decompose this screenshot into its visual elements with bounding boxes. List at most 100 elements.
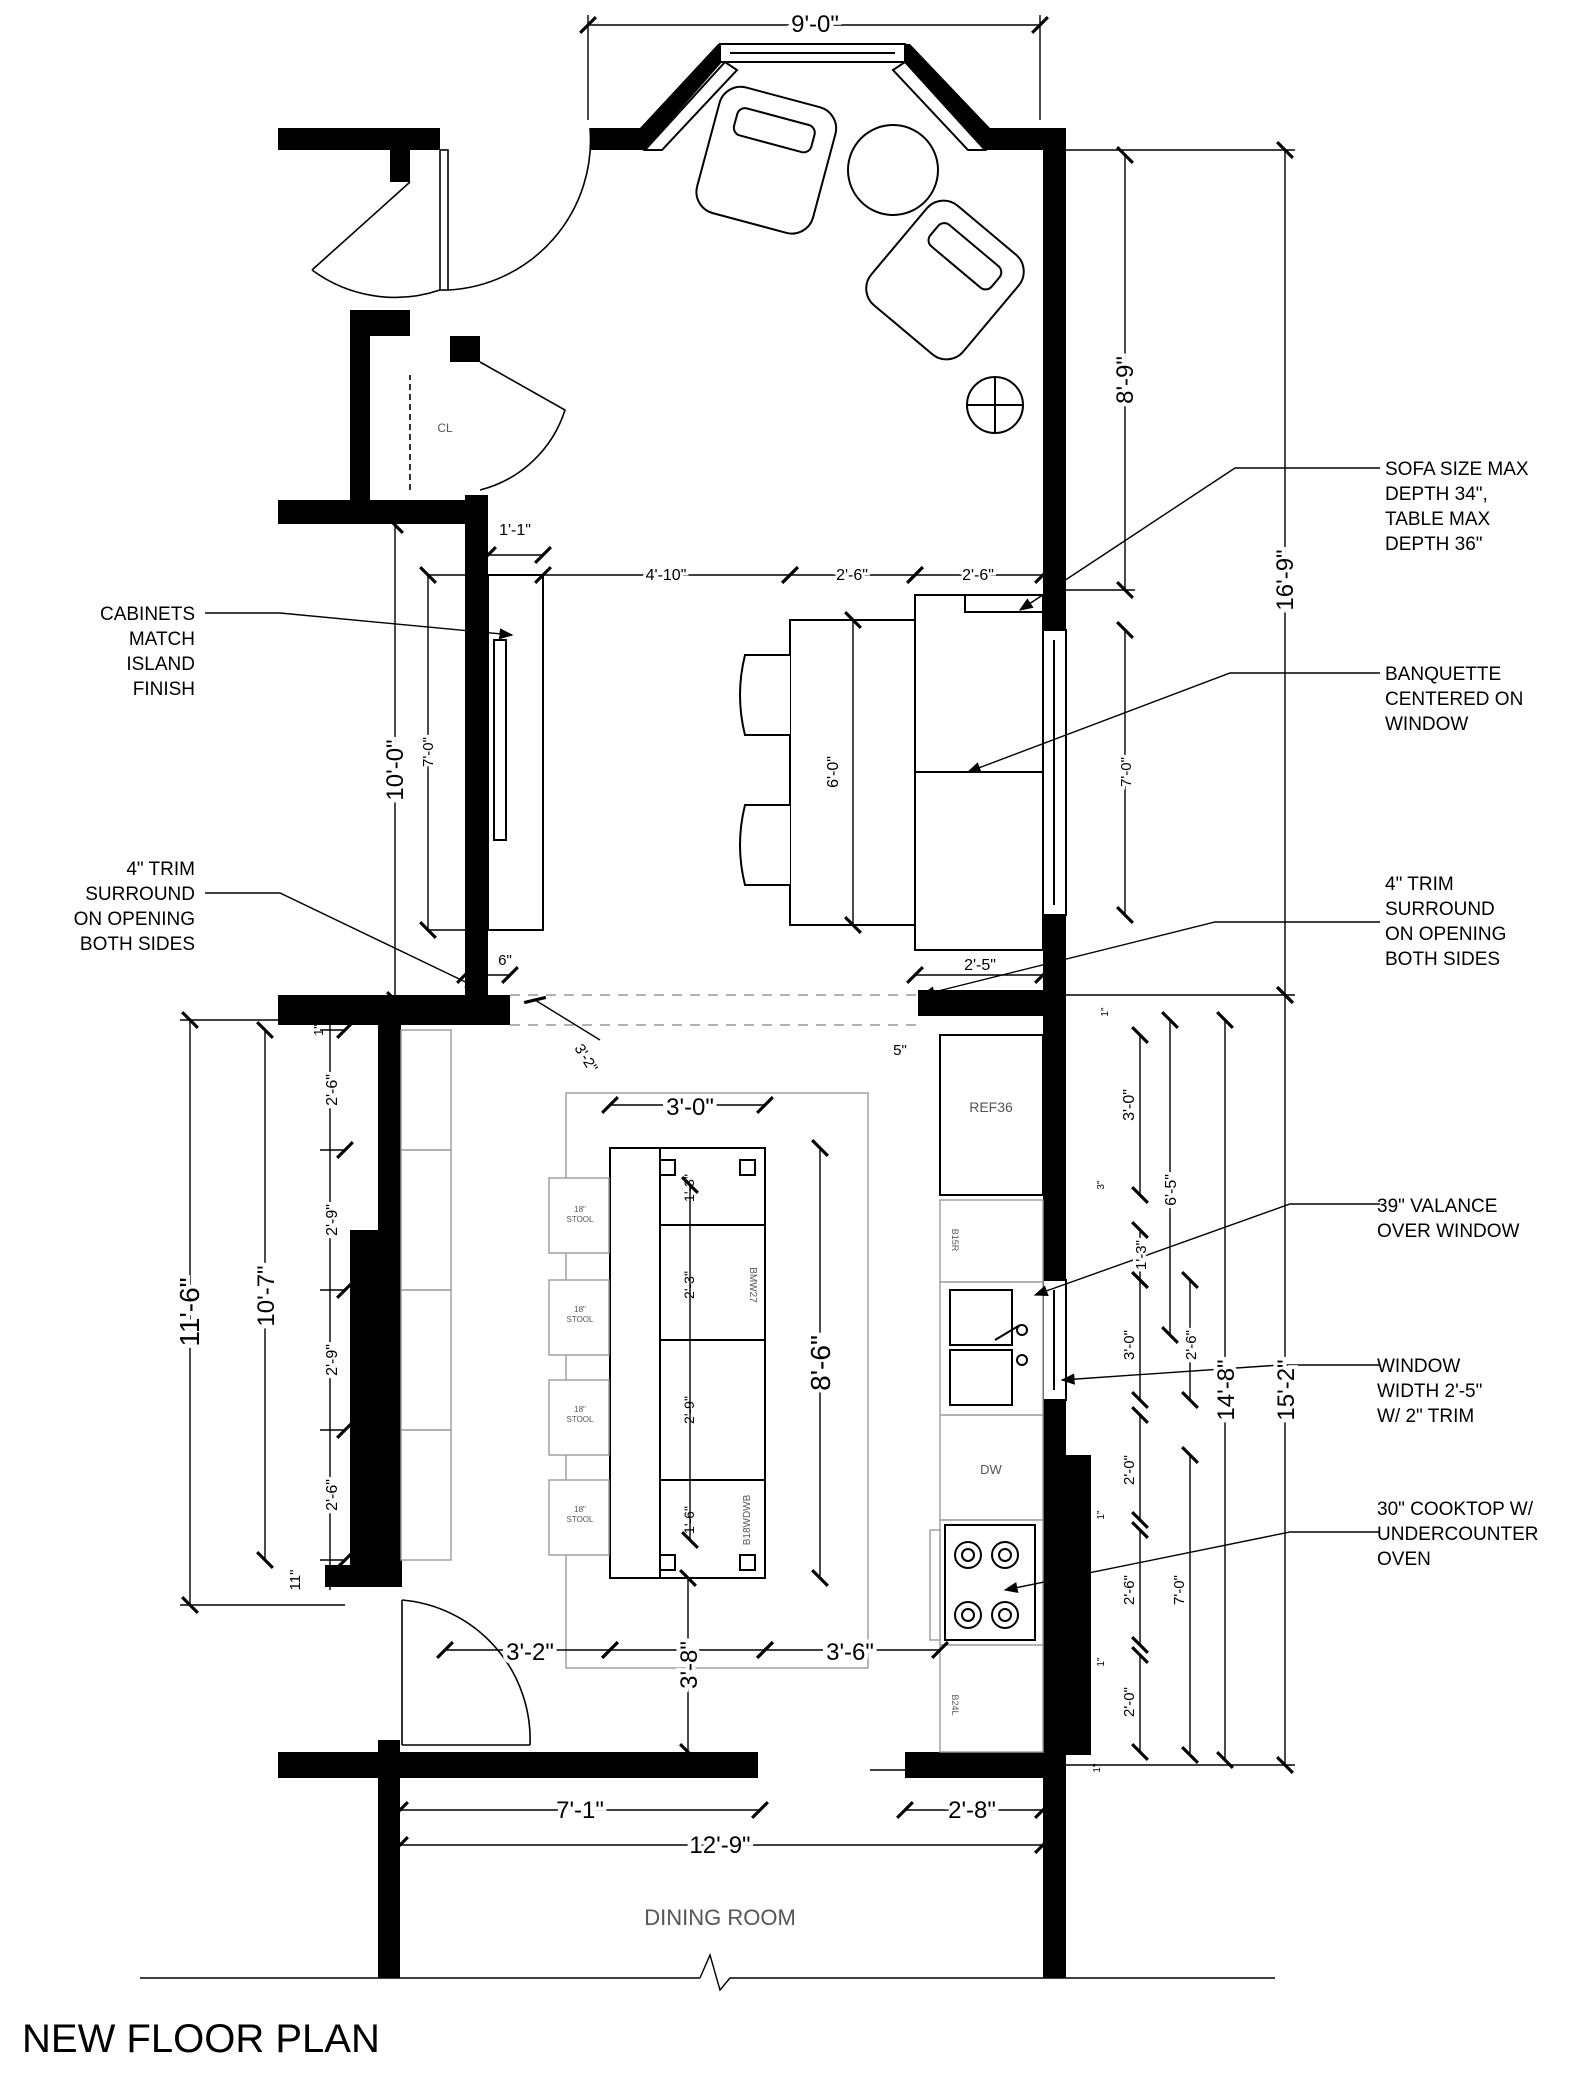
- windows: [642, 43, 1067, 1401]
- svg-text:TABLE MAX: TABLE MAX: [1385, 509, 1491, 530]
- svg-text:B15R: B15R: [950, 1229, 960, 1252]
- svg-text:1'-6": 1'-6": [681, 1506, 697, 1534]
- svg-text:8'-9": 8'-9": [1112, 356, 1139, 404]
- dining-chair: [739, 654, 790, 736]
- svg-text:BOTH SIDES: BOTH SIDES: [80, 934, 195, 955]
- svg-text:10'-0": 10'-0": [382, 739, 409, 800]
- svg-text:UNDERCOUNTER: UNDERCOUNTER: [1377, 1524, 1539, 1545]
- svg-text:MATCH: MATCH: [129, 629, 195, 650]
- svg-text:3'-0": 3'-0": [1121, 1330, 1138, 1360]
- svg-text:ON OPENING: ON OPENING: [1385, 924, 1506, 945]
- svg-text:15'-2": 15'-2": [1273, 1359, 1300, 1420]
- refrigerator: [939, 1034, 1044, 1196]
- page-title: NEW FLOOR PLAN: [22, 2017, 380, 2061]
- svg-text:2'-0": 2'-0": [1121, 1455, 1138, 1485]
- svg-text:3'-2": 3'-2": [571, 1041, 601, 1075]
- svg-text:1": 1": [1100, 1007, 1111, 1017]
- svg-text:7'-0": 7'-0": [420, 737, 437, 767]
- left-wall-upper: [465, 495, 488, 1005]
- svg-text:18": 18": [574, 1505, 586, 1514]
- annotation-notes: SOFA SIZE MAX DEPTH 34", TABLE MAX DEPTH…: [74, 459, 1539, 1570]
- built-ins: [487, 574, 1044, 951]
- svg-text:4'-10": 4'-10": [646, 567, 687, 584]
- svg-text:FINISH: FINISH: [133, 679, 195, 700]
- dim-top-width: 9'-0": [791, 11, 839, 38]
- svg-text:DEPTH 36": DEPTH 36": [1385, 534, 1483, 555]
- svg-text:STOOL: STOOL: [567, 1415, 595, 1424]
- dimension-lines: [140, 15, 1295, 1992]
- svg-text:2'-6": 2'-6": [324, 1479, 341, 1511]
- svg-text:3'-8": 3'-8": [676, 1641, 703, 1689]
- svg-text:39" VALANCE: 39" VALANCE: [1377, 1196, 1497, 1217]
- svg-text:2'-6": 2'-6": [1121, 1575, 1138, 1605]
- svg-text:3'-0": 3'-0": [666, 1094, 714, 1121]
- svg-text:W/ 2" TRIM: W/ 2" TRIM: [1377, 1406, 1474, 1427]
- svg-text:STOOL: STOOL: [567, 1215, 595, 1224]
- svg-text:WINDOW: WINDOW: [1385, 714, 1468, 735]
- bay-wall: [590, 44, 1066, 150]
- svg-text:11'-6": 11'-6": [174, 1277, 205, 1346]
- svg-text:ON OPENING: ON OPENING: [74, 909, 195, 930]
- svg-text:1": 1": [1096, 1510, 1107, 1520]
- svg-text:2'-3": 2'-3": [681, 1271, 697, 1299]
- svg-text:2'-6": 2'-6": [324, 1074, 341, 1106]
- svg-text:1": 1": [1096, 1657, 1107, 1667]
- svg-text:ISLAND: ISLAND: [126, 654, 195, 675]
- island-labels: 1'-3" 2'-3" 2'-9" 1'-6" BMW27 B18WDWB: [681, 1174, 758, 1545]
- svg-text:2'-0": 2'-0": [1121, 1687, 1138, 1717]
- svg-text:1'-3": 1'-3": [1133, 1240, 1150, 1270]
- svg-text:5": 5": [893, 1042, 907, 1059]
- svg-text:2'-9": 2'-9": [324, 1344, 341, 1376]
- svg-text:SOFA SIZE MAX: SOFA SIZE MAX: [1385, 459, 1529, 480]
- svg-text:14'-8": 14'-8": [1213, 1359, 1240, 1420]
- svg-text:B24L: B24L: [950, 1694, 960, 1715]
- svg-text:CL: CL: [437, 421, 453, 435]
- svg-text:6'-0": 6'-0": [825, 756, 842, 788]
- svg-text:SURROUND: SURROUND: [85, 884, 195, 905]
- svg-text:2'-6": 2'-6": [962, 567, 994, 584]
- svg-text:10'-7": 10'-7": [253, 1265, 280, 1326]
- svg-text:BOTH SIDES: BOTH SIDES: [1385, 949, 1500, 970]
- dimension-labels: 9'-0" 8'-9" 16'-9" 10'-0" 7'-0" 1'-1" 4'…: [170, 7, 1304, 1863]
- svg-text:1": 1": [1092, 1763, 1103, 1773]
- walls: [278, 44, 1091, 1978]
- kitchen: [400, 1029, 1044, 1753]
- svg-text:BMW27: BMW27: [747, 1267, 758, 1303]
- svg-text:4" TRIM: 4" TRIM: [126, 859, 195, 880]
- svg-text:2'-8": 2'-8": [948, 1797, 996, 1824]
- svg-text:18": 18": [574, 1205, 586, 1214]
- svg-text:2'-6": 2'-6": [1183, 1330, 1200, 1360]
- svg-text:11": 11": [287, 1570, 304, 1591]
- svg-text:DEPTH 34",: DEPTH 34",: [1385, 484, 1488, 505]
- svg-text:7'-0": 7'-0": [1118, 757, 1135, 787]
- svg-text:18": 18": [574, 1405, 586, 1414]
- dining-room-label: DINING ROOM: [644, 1905, 796, 1930]
- svg-text:WIDTH 2'-5": WIDTH 2'-5": [1377, 1381, 1482, 1402]
- svg-text:DW: DW: [980, 1462, 1002, 1477]
- lounge-chairs: [695, 85, 1025, 434]
- svg-text:7'-1": 7'-1": [556, 1797, 604, 1824]
- svg-text:6'-5": 6'-5": [1163, 1174, 1180, 1206]
- svg-text:WINDOW: WINDOW: [1377, 1356, 1460, 1377]
- svg-text:1'-1": 1'-1": [499, 522, 531, 539]
- svg-text:OVER WINDOW: OVER WINDOW: [1377, 1221, 1520, 1242]
- svg-text:2'-9": 2'-9": [681, 1396, 697, 1424]
- svg-text:3'-2": 3'-2": [506, 1639, 554, 1666]
- svg-text:B18WDWB: B18WDWB: [742, 1494, 753, 1545]
- stools: 18" STOOL 18" STOOL 18" STOOL 18" STOOL: [567, 1205, 595, 1524]
- svg-text:1'-3": 1'-3": [681, 1174, 697, 1202]
- svg-text:1": 1": [311, 1024, 326, 1036]
- dining-chair: [739, 804, 790, 886]
- svg-text:30" COOKTOP W/: 30" COOKTOP W/: [1377, 1499, 1534, 1520]
- svg-text:2'-5": 2'-5": [964, 957, 996, 974]
- leader-lines: [205, 467, 1380, 1593]
- svg-text:4" TRIM: 4" TRIM: [1385, 874, 1454, 895]
- svg-text:STOOL: STOOL: [567, 1315, 595, 1324]
- svg-text:8'-6": 8'-6": [805, 1335, 836, 1391]
- svg-text:SURROUND: SURROUND: [1385, 899, 1495, 920]
- svg-text:18": 18": [574, 1305, 586, 1314]
- svg-text:3": 3": [1096, 1180, 1107, 1190]
- svg-text:3'-6": 3'-6": [826, 1639, 874, 1666]
- svg-text:2'-9": 2'-9": [324, 1204, 341, 1236]
